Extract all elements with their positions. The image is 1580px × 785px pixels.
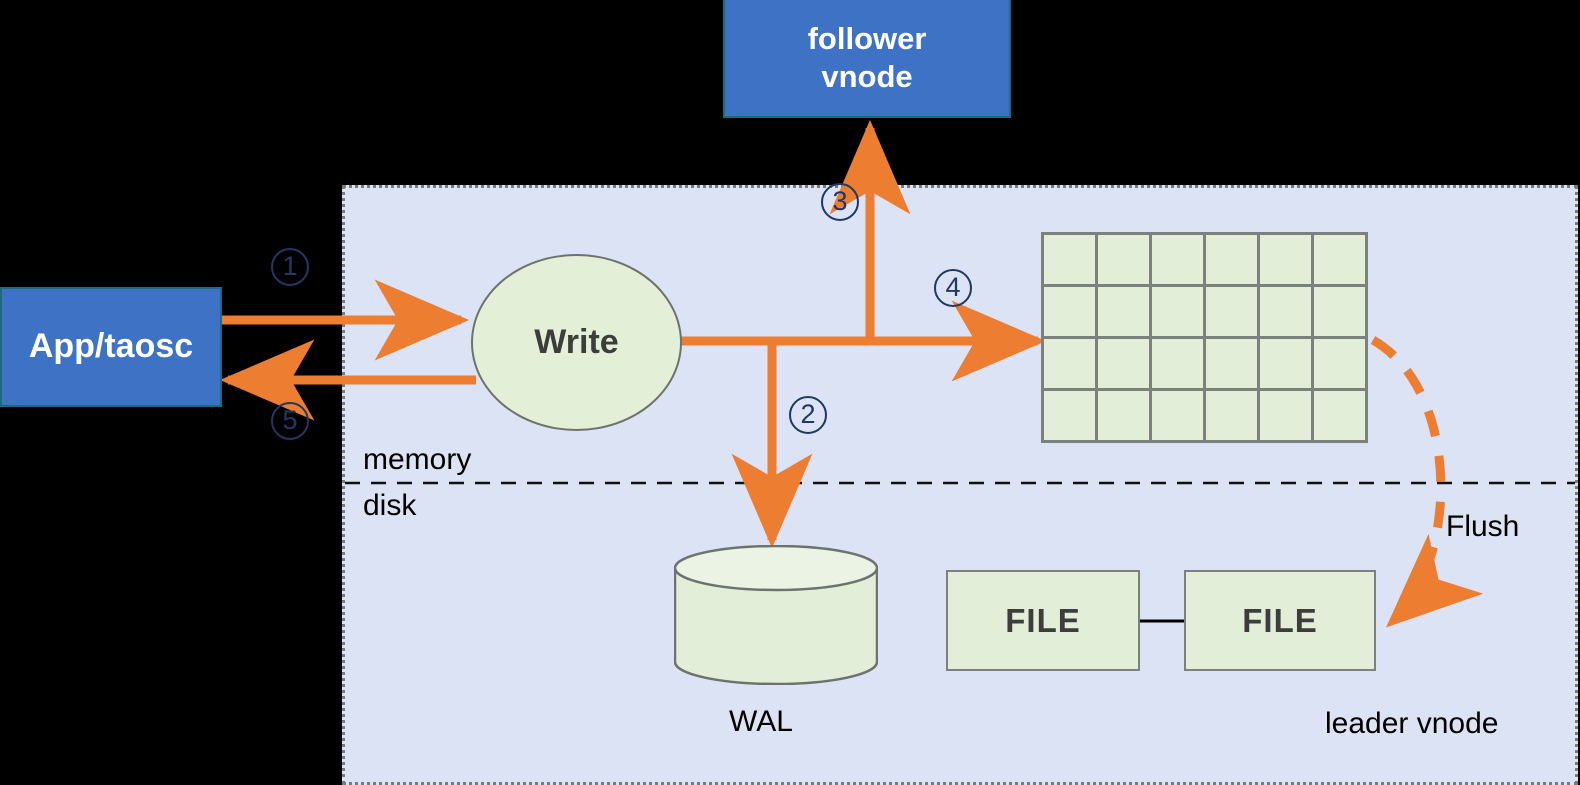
app-taosc-label: App/taosc (28, 327, 194, 366)
app-taosc-box[interactable]: App/taosc (0, 287, 222, 407)
disk-label: disk (363, 489, 417, 522)
write-node[interactable]: Write (471, 254, 682, 431)
file-box-2-label: FILE (1242, 601, 1318, 639)
file-box-1-label: FILE (1005, 601, 1081, 639)
follower-vnode-label: follower vnode (808, 20, 927, 96)
memtable-cell (1044, 391, 1098, 443)
memtable-cell (1152, 287, 1206, 339)
memtable-cell (1044, 235, 1098, 287)
wal-cylinder-body (674, 566, 878, 685)
memtable-cell (1152, 339, 1206, 391)
memtable-cell (1314, 391, 1368, 443)
wal-cylinder-top (674, 545, 878, 592)
arrow-flush-memtable-to-file (1370, 336, 1484, 628)
write-node-label: Write (534, 323, 619, 361)
memtable-cell (1098, 287, 1152, 339)
memtable-cell (1260, 235, 1314, 287)
memtable-cell (1260, 339, 1314, 391)
memtable-cell (1314, 287, 1368, 339)
memtable-cell (1260, 391, 1314, 443)
memtable-grid (1041, 232, 1368, 443)
memtable-cell (1206, 287, 1260, 339)
memtable-cell (1098, 339, 1152, 391)
wal-cylinder[interactable] (674, 545, 878, 685)
memtable-cell (1206, 391, 1260, 443)
step-number-5: 5 (271, 402, 309, 440)
file-box-2[interactable]: FILE (1184, 570, 1376, 671)
step-number-3: 3 (821, 183, 859, 221)
memtable-cell (1314, 339, 1368, 391)
memtable-cell (1044, 339, 1098, 391)
step-number-1: 1 (271, 248, 309, 286)
memtable-cell (1152, 235, 1206, 287)
file-box-1[interactable]: FILE (946, 570, 1140, 671)
memtable-cell (1260, 287, 1314, 339)
flush-label: Flush (1446, 510, 1520, 543)
follower-vnode-label-line1: follower (807, 21, 927, 57)
memtable-cell (1044, 287, 1098, 339)
memtable-cell (1098, 391, 1152, 443)
memtable-cell (1206, 235, 1260, 287)
follower-vnode-label-line2: vnode (821, 59, 913, 94)
memtable-cell (1314, 235, 1368, 287)
memory-label: memory (363, 443, 472, 476)
step-number-4: 4 (934, 269, 972, 307)
memtable-cell (1152, 391, 1206, 443)
leader-vnode-caption: leader vnode (1325, 707, 1499, 740)
follower-vnode-box[interactable]: follower vnode (723, 0, 1011, 118)
step-number-2: 2 (789, 396, 827, 434)
memtable-cell (1206, 339, 1260, 391)
wal-label: WAL (729, 705, 793, 738)
memtable-cell (1098, 235, 1152, 287)
